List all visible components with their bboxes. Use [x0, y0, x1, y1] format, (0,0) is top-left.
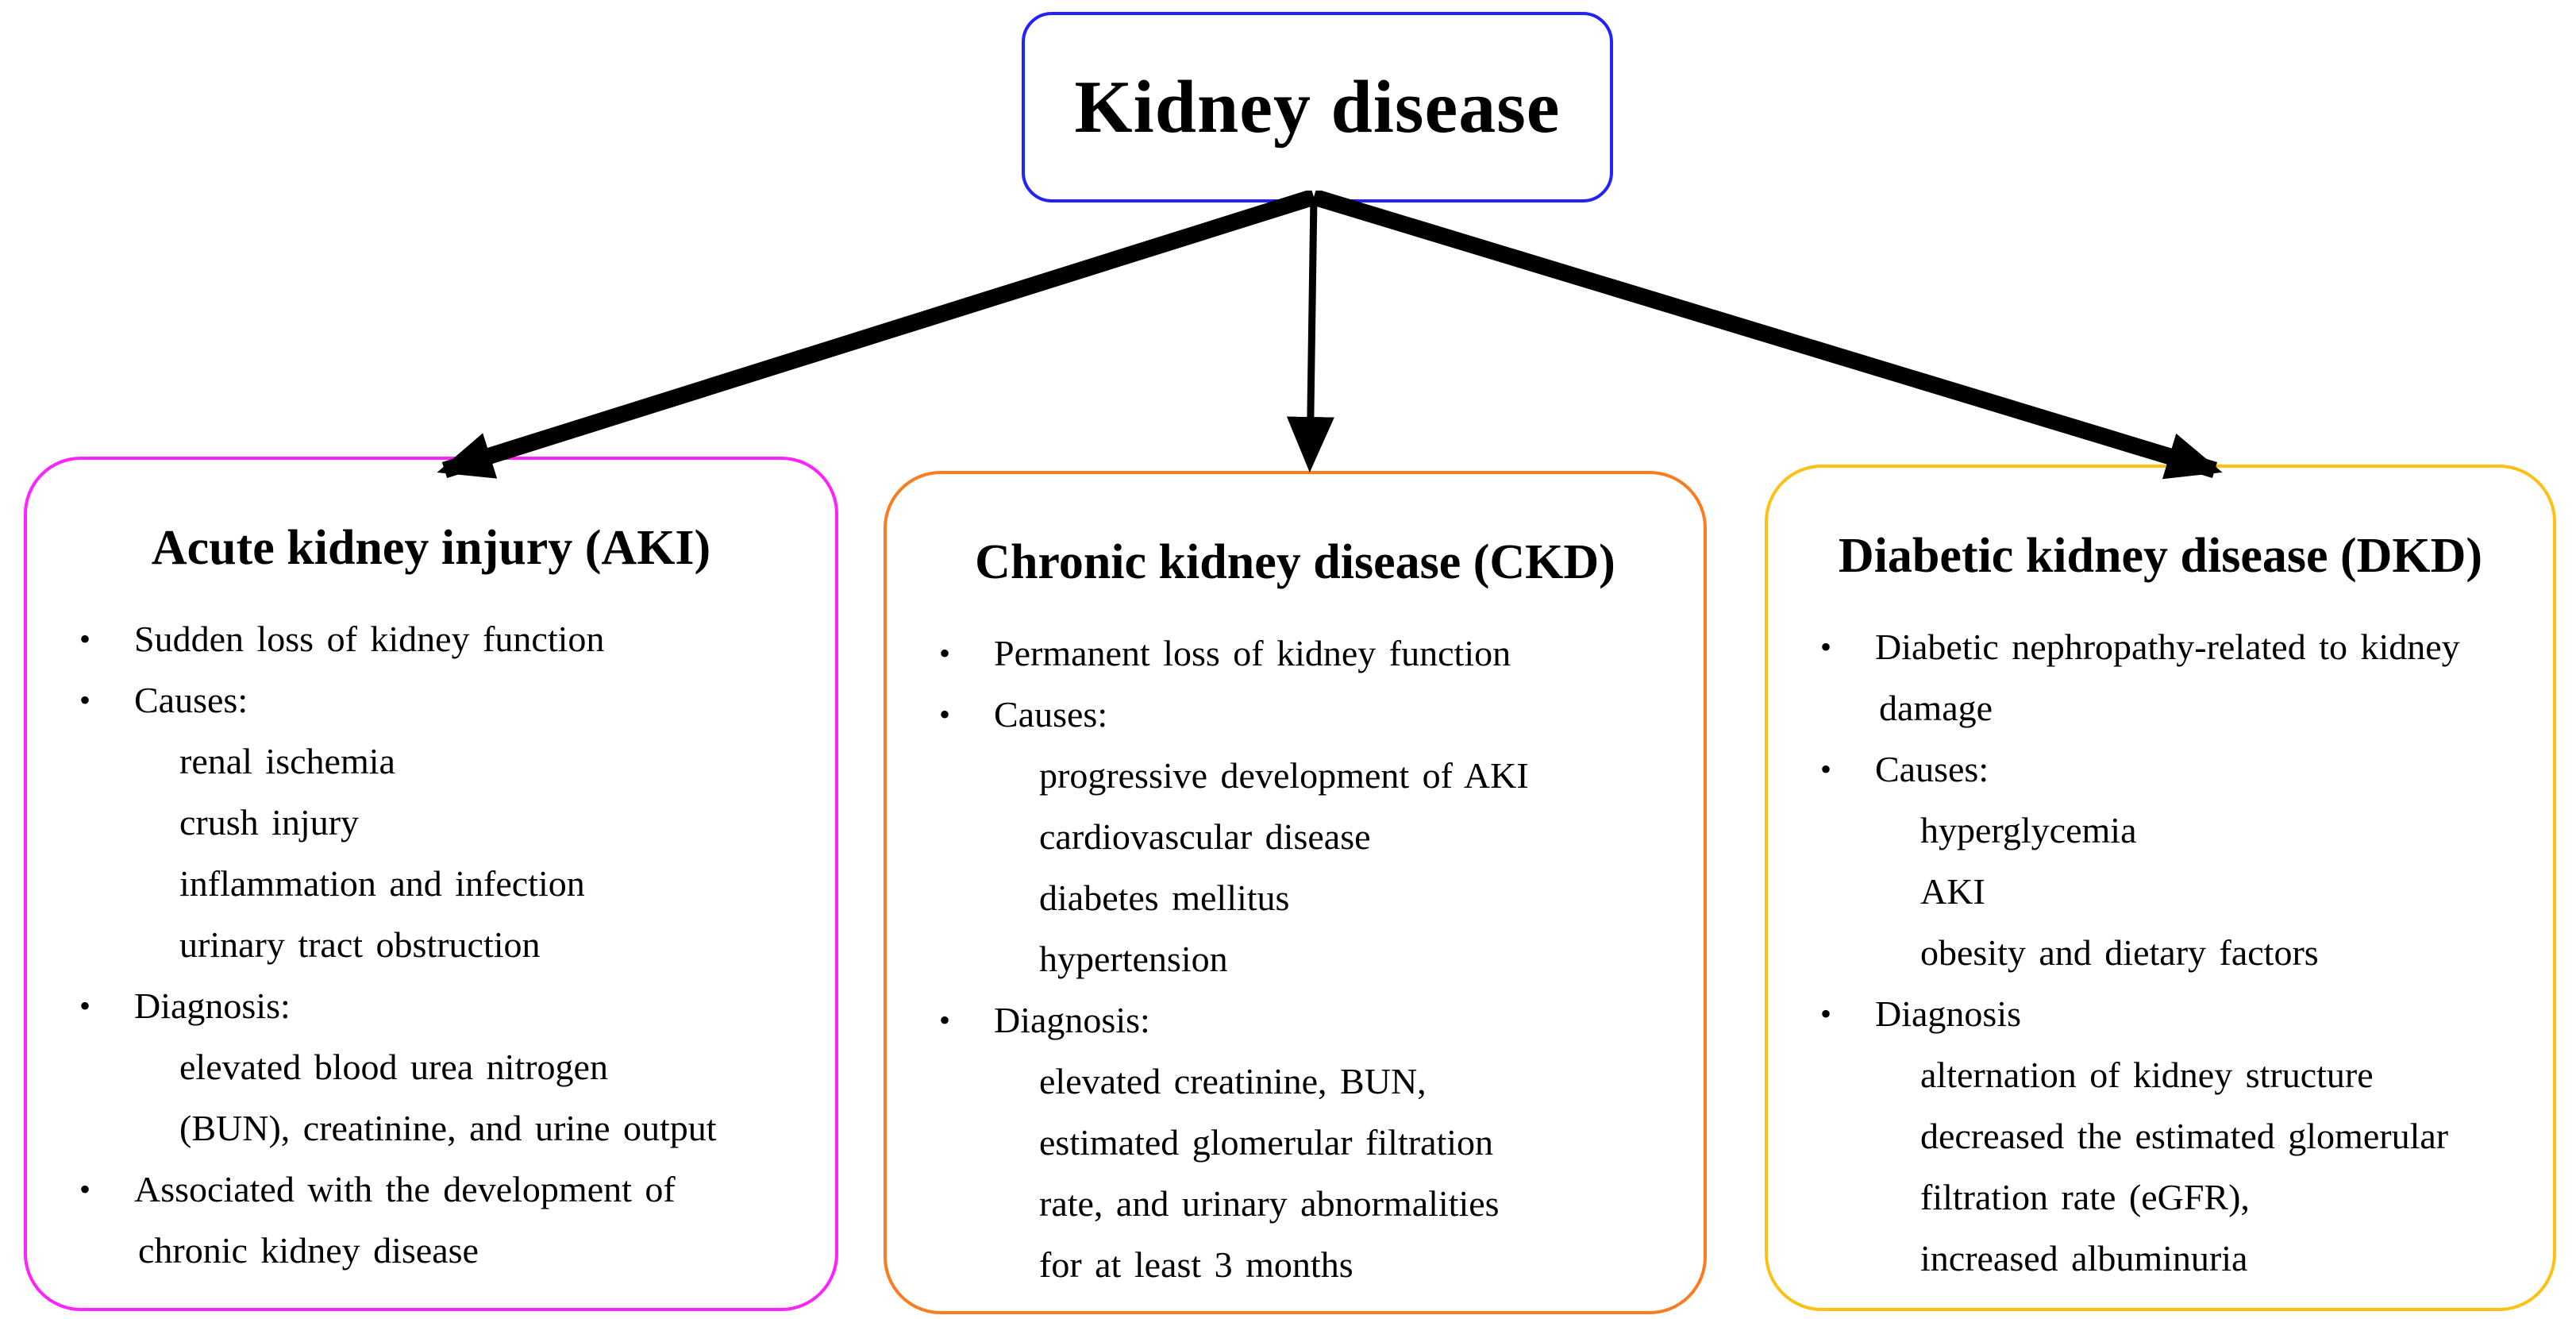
list-line: diabetes mellitus	[887, 867, 1704, 928]
list-line: alternation of kidney structure	[1768, 1044, 2553, 1105]
list-line-text: Diagnosis	[1875, 993, 2021, 1034]
branch-body-dkd: •Diabetic nephropathy-related to kidney …	[1768, 616, 2553, 1289]
list-line-text: Diagnosis:	[994, 1000, 1150, 1040]
arrow-to-ckd	[1286, 196, 1334, 472]
list-line-text: chronic kidney disease	[138, 1230, 479, 1271]
list-line-text: decreased the estimated glomerular	[1920, 1116, 2449, 1156]
list-line-text: elevated creatinine, BUN,	[1039, 1061, 1427, 1101]
list-line-text: Permanent loss of kidney function	[994, 633, 1511, 673]
list-line: • Causes:	[27, 669, 835, 731]
list-line: estimated glomerular filtration	[887, 1112, 1704, 1173]
list-line: inflammation and infection	[27, 853, 835, 914]
bullet-icon: •	[79, 1171, 91, 1207]
list-line: increased albuminuria	[1768, 1228, 2553, 1289]
list-line: damage	[1768, 677, 2553, 739]
list-line: rate, and urinary abnormalities	[887, 1173, 1704, 1234]
list-line: progressive development of AKI	[887, 745, 1704, 806]
list-line-text: Causes:	[1875, 749, 1989, 789]
list-line: chronic kidney disease	[27, 1220, 835, 1281]
branch-title-ckd: Chronic kidney disease (CKD)	[975, 535, 1615, 589]
list-line: decreased the estimated glomerular	[1768, 1105, 2553, 1167]
list-line-text: for at least 3 months	[1039, 1244, 1353, 1285]
list-line: • Permanent loss of kidney function	[887, 623, 1704, 684]
bullet-icon: •	[79, 621, 91, 657]
list-line-text: progressive development of AKI	[1039, 755, 1529, 796]
list-line: crush injury	[27, 792, 835, 853]
list-line-text: obesity and dietary factors	[1920, 932, 2319, 973]
bullet-icon: •	[1820, 751, 1832, 787]
bullet-icon: •	[939, 1002, 951, 1038]
list-line-text: (BUN), creatinine, and urine output	[179, 1108, 717, 1148]
list-line-text: Diabetic nephropathy-related to kidney	[1875, 627, 2460, 667]
list-line: • Diabetic nephropathy-related to kidney	[1768, 616, 2553, 677]
bullet-icon: •	[79, 988, 91, 1024]
list-line: filtration rate (eGFR),	[1768, 1167, 2553, 1228]
list-line-text: diabetes mellitus	[1039, 877, 1290, 918]
root-node-title: Kidney disease	[1074, 66, 1561, 148]
list-line-text: increased albuminuria	[1920, 1238, 2248, 1279]
list-line-text: alternation of kidney structure	[1920, 1055, 2374, 1095]
branch-title-aki: Acute kidney injury (AKI)	[151, 521, 711, 575]
list-line: for at least 3 months	[887, 1234, 1704, 1295]
list-line: elevated blood urea nitrogen	[27, 1036, 835, 1097]
list-line: • Causes:	[887, 684, 1704, 745]
list-line: hypertension	[887, 928, 1704, 989]
list-line: • Associated with the development of	[27, 1159, 835, 1220]
list-line: renal ischemia	[27, 731, 835, 792]
list-line-text: cardiovascular disease	[1039, 816, 1371, 857]
list-line-text: crush injury	[179, 802, 360, 843]
list-line: urinary tract obstruction	[27, 914, 835, 975]
list-line: • Diagnosis	[1768, 983, 2553, 1044]
list-line: (BUN), creatinine, and urine output	[27, 1097, 835, 1159]
list-line: obesity and dietary factors	[1768, 922, 2553, 983]
list-line-text: AKI	[1920, 871, 1985, 912]
list-line-text: filtration rate (eGFR),	[1920, 1177, 2250, 1217]
bullet-icon: •	[939, 635, 951, 671]
list-line: • Sudden loss of kidney function	[27, 608, 835, 669]
branch-node-ckd: Chronic kidney disease (CKD) • Permanent …	[884, 471, 1707, 1314]
list-line: AKI	[1768, 861, 2553, 922]
arrow-to-aki	[437, 191, 1317, 479]
bullet-icon: •	[1820, 629, 1832, 665]
root-node-kidney-disease: Kidney disease	[1022, 12, 1613, 202]
list-line-text: Diagnosis:	[134, 985, 291, 1026]
bullet-icon: •	[79, 682, 91, 718]
list-line: • Diagnosis:	[887, 989, 1704, 1051]
list-line-text: Sudden loss of kidney function	[134, 619, 605, 659]
list-line-text: rate, and urinary abnormalities	[1039, 1183, 1500, 1224]
list-line-text: inflammation and infection	[179, 863, 585, 904]
list-line-text: damage	[1879, 688, 1993, 728]
list-line-text: urinary tract obstruction	[179, 924, 541, 965]
branch-body-ckd: • Permanent loss of kidney function • Caus…	[887, 623, 1704, 1295]
list-line-text: Causes:	[994, 694, 1108, 735]
bullet-icon: •	[1820, 996, 1832, 1032]
list-line-text: hyperglycemia	[1920, 810, 2137, 850]
list-line: • Diagnosis:	[27, 975, 835, 1036]
branch-node-dkd: Diabetic kidney disease (DKD) • Diabetic …	[1765, 465, 2556, 1311]
list-line: elevated creatinine, BUN,	[887, 1051, 1704, 1112]
list-line-text: renal ischemia	[179, 741, 395, 781]
list-line-text: Associated with the development of	[134, 1169, 676, 1209]
list-line-text: elevated blood urea nitrogen	[179, 1047, 608, 1087]
branch-node-aki: Acute kidney injury (AKI) • Sudden loss o…	[24, 457, 838, 1311]
list-line-text: hypertension	[1039, 939, 1228, 979]
bullet-icon: •	[939, 696, 951, 732]
list-line-text: Causes:	[134, 680, 248, 720]
list-line: hyperglycemia	[1768, 800, 2553, 861]
branch-title-dkd: Diabetic kidney disease (DKD)	[1838, 529, 2483, 583]
list-line: • Causes:	[1768, 739, 2553, 800]
branch-body-aki: • Sudden loss of kidney function • Causes:…	[27, 608, 835, 1281]
list-line-text: estimated glomerular filtration	[1039, 1122, 1494, 1163]
arrow-to-dkd	[1311, 191, 2223, 480]
list-line: cardiovascular disease	[887, 806, 1704, 867]
